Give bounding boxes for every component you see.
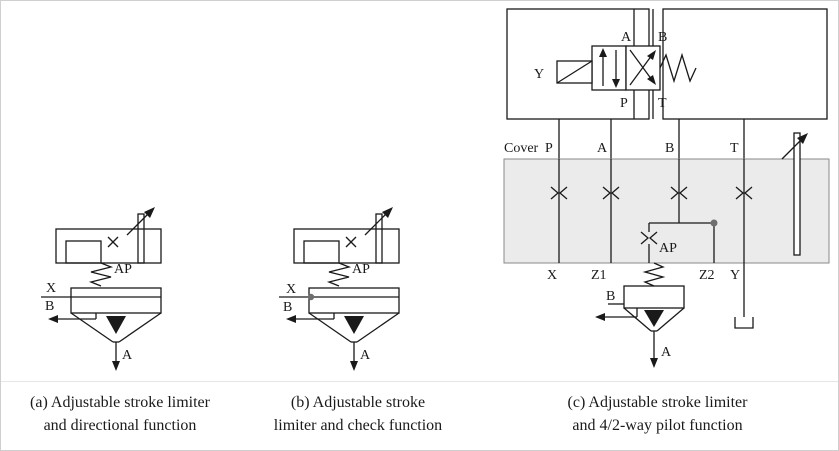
- pilot-valve-4-2: [556, 9, 697, 119]
- label-a: A: [122, 348, 133, 363]
- diagram-a-area: AP X B A: [1, 1, 239, 382]
- parallel-flow-arrows-icon: [599, 48, 620, 88]
- label-ap: AP: [114, 262, 132, 277]
- pilot-actuator-icon: [556, 60, 593, 84]
- valve-spring-icon: [659, 52, 697, 84]
- tank-symbol-icon: [734, 263, 754, 329]
- pilot-tap-dot: [307, 293, 315, 301]
- label-valve-a: A: [621, 30, 632, 45]
- label-valve-t: T: [658, 96, 667, 111]
- label-port-y: Y: [730, 268, 740, 283]
- panel-b: AP X B A (b) Adjustable stroke limiter a…: [239, 1, 477, 450]
- flow-arrow-down-icon: [650, 331, 658, 368]
- plug-symbol-icon: [670, 186, 688, 200]
- caption-c-line1: (c) Adjustable stroke limiter: [567, 394, 748, 411]
- caption-c-line2: and 4/2-way pilot function: [572, 417, 743, 434]
- plug-symbol-icon: [735, 186, 753, 200]
- cover-port-lines: [558, 119, 745, 159]
- diagram-c-area: Y A B P T Cover P A B T X Z1 Z2 Y AP B A: [477, 1, 838, 382]
- label-ap: AP: [659, 241, 677, 256]
- diagram-c-lines: [503, 8, 830, 368]
- caption-a: (a) Adjustable stroke limiter and direct…: [1, 391, 239, 437]
- spring-icon: [642, 262, 666, 287]
- stroke-limiter-symbol: [40, 206, 162, 372]
- label-pilot-y: Y: [534, 67, 544, 82]
- pipe-loop-right: [662, 8, 828, 120]
- caption-a-line2: and directional function: [43, 417, 197, 434]
- label-port-z2: Z2: [699, 268, 715, 283]
- label-a: A: [360, 348, 371, 363]
- junction-dot: [710, 219, 718, 227]
- poppet-icon: [623, 307, 685, 332]
- label-port-p: P: [545, 141, 553, 156]
- label-b: B: [283, 300, 292, 315]
- adjustability-arrow-icon: [781, 133, 808, 160]
- cover-passages: [558, 159, 745, 263]
- diagram-b: AP X B A: [278, 206, 400, 372]
- label-port-t: T: [730, 141, 739, 156]
- label-port-x: X: [547, 268, 557, 283]
- plug-symbol-icon: [640, 231, 658, 245]
- caption-c: (c) Adjustable stroke limiter and 4/2-wa…: [477, 391, 838, 437]
- label-cover: Cover: [504, 141, 539, 156]
- diagram-b-area: AP X B A: [239, 1, 477, 382]
- panel-a: AP X B A (a) Adjustable stroke limiter a…: [1, 1, 239, 450]
- cover-block: [503, 158, 830, 264]
- caption-b-line1: (b) Adjustable stroke: [290, 394, 426, 411]
- limiter-lower-body: [623, 285, 685, 309]
- label-b: B: [45, 299, 54, 314]
- label-b: B: [606, 289, 615, 304]
- label-ap: AP: [352, 262, 370, 277]
- label-valve-b: B: [658, 30, 667, 45]
- flow-arrow-left-icon: [595, 308, 638, 321]
- caption-b-line2: limiter and check function: [273, 417, 443, 434]
- label-port-z1: Z1: [591, 268, 607, 283]
- adjuster-pin: [793, 132, 801, 256]
- crossed-flow-arrows-icon: [629, 49, 656, 86]
- panel-c: Y A B P T Cover P A B T X Z1 Z2 Y AP B A…: [477, 1, 838, 450]
- diagram-c: Y A B P T Cover P A B T X Z1 Z2 Y AP B A: [503, 8, 830, 368]
- label-x: X: [46, 281, 56, 296]
- label-port-a: A: [597, 141, 608, 156]
- stroke-limiter-symbol: [278, 206, 400, 372]
- caption-a-line1: (a) Adjustable stroke limiter: [30, 394, 210, 411]
- plug-symbol-icon: [602, 186, 620, 200]
- label-port-b: B: [665, 141, 674, 156]
- plug-symbol-icon: [550, 186, 568, 200]
- label-valve-p: P: [620, 96, 628, 111]
- caption-b: (b) Adjustable stroke limiter and check …: [239, 391, 477, 437]
- label-a: A: [661, 345, 672, 360]
- diagram-a: AP X B A: [40, 206, 162, 372]
- label-x: X: [286, 282, 296, 297]
